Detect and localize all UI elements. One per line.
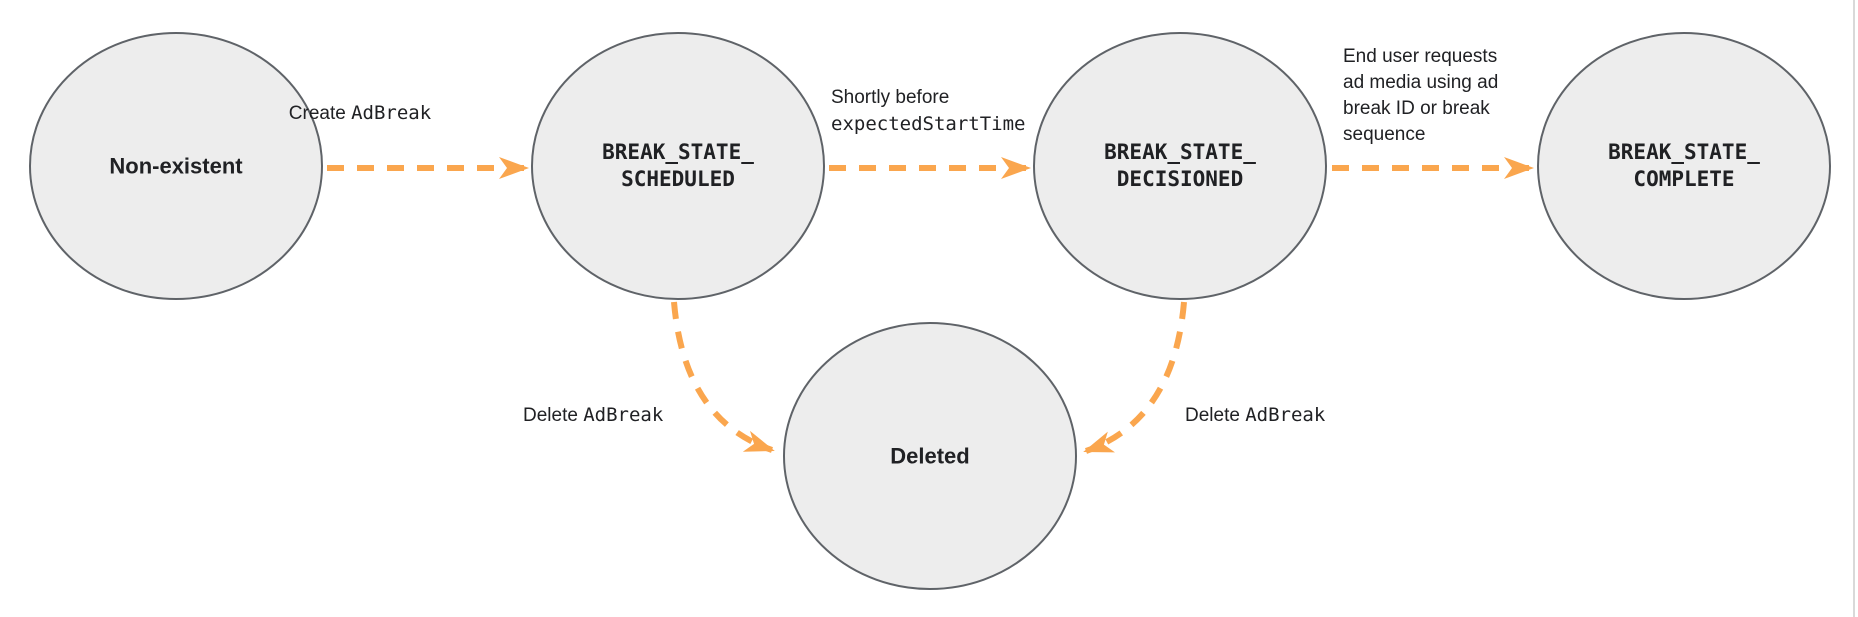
edge-delete-adbreak-from-scheduled — [671, 301, 775, 453]
edge-label-plain: Create — [288, 103, 346, 124]
node-label-line: BREAK_STATE_ — [1608, 140, 1760, 164]
edge-label-text-line: End user requests — [1343, 46, 1498, 67]
node-label-line: SCHEDULED — [621, 167, 735, 191]
edge-label-delete-adbreak-left: Delete AdBreak — [523, 402, 663, 429]
node-label-line: COMPLETE — [1633, 167, 1735, 191]
edge-label-shortly-before: Shortly before expectedStartTime — [831, 84, 1025, 138]
edge-label-code: AdBreak — [1245, 404, 1326, 426]
node-break-state-scheduled — [531, 32, 825, 300]
node-break-state-complete — [1537, 32, 1831, 300]
edge-label-plain: Delete — [523, 405, 578, 426]
node-deleted — [783, 322, 1077, 590]
node-label-line: DECISIONED — [1116, 167, 1244, 191]
node-label-line: Non-existent — [109, 153, 243, 179]
edge-label-text-line: break ID or break — [1343, 98, 1490, 119]
node-label-break-state-decisioned: BREAK_STATE_ DECISIONED — [1104, 139, 1256, 193]
node-label-line: Deleted — [890, 443, 970, 469]
edge-label-plain: Delete — [1185, 405, 1240, 426]
edge-label-code: AdBreak — [351, 102, 432, 124]
node-label-break-state-complete: BREAK_STATE_ COMPLETE — [1608, 139, 1760, 193]
edge-label-code: expectedStartTime — [831, 113, 1026, 135]
node-label-deleted: Deleted — [890, 443, 969, 470]
edge-label-plain: Shortly before — [831, 87, 950, 108]
node-label-break-state-scheduled: BREAK_STATE_ SCHEDULED — [602, 139, 754, 193]
edge-label-end-user-requests: End user requests ad media using ad brea… — [1343, 44, 1498, 148]
edge-label-text-line: sequence — [1343, 124, 1426, 145]
edge-label-create-adbreak: Create AdBreak — [255, 100, 465, 127]
node-label-non-existent: Non-existent — [109, 153, 242, 180]
edge-label-text-line: ad media using ad — [1343, 72, 1499, 93]
page-edge-divider — [1853, 0, 1855, 617]
edge-label-code: AdBreak — [583, 404, 664, 426]
node-break-state-decisioned — [1033, 32, 1327, 300]
node-label-line: BREAK_STATE_ — [1104, 140, 1256, 164]
node-label-line: BREAK_STATE_ — [602, 140, 754, 164]
edge-label-delete-adbreak-right: Delete AdBreak — [1185, 402, 1325, 429]
node-non-existent — [29, 32, 323, 300]
edge-delete-adbreak-from-decisioned — [1083, 301, 1187, 454]
